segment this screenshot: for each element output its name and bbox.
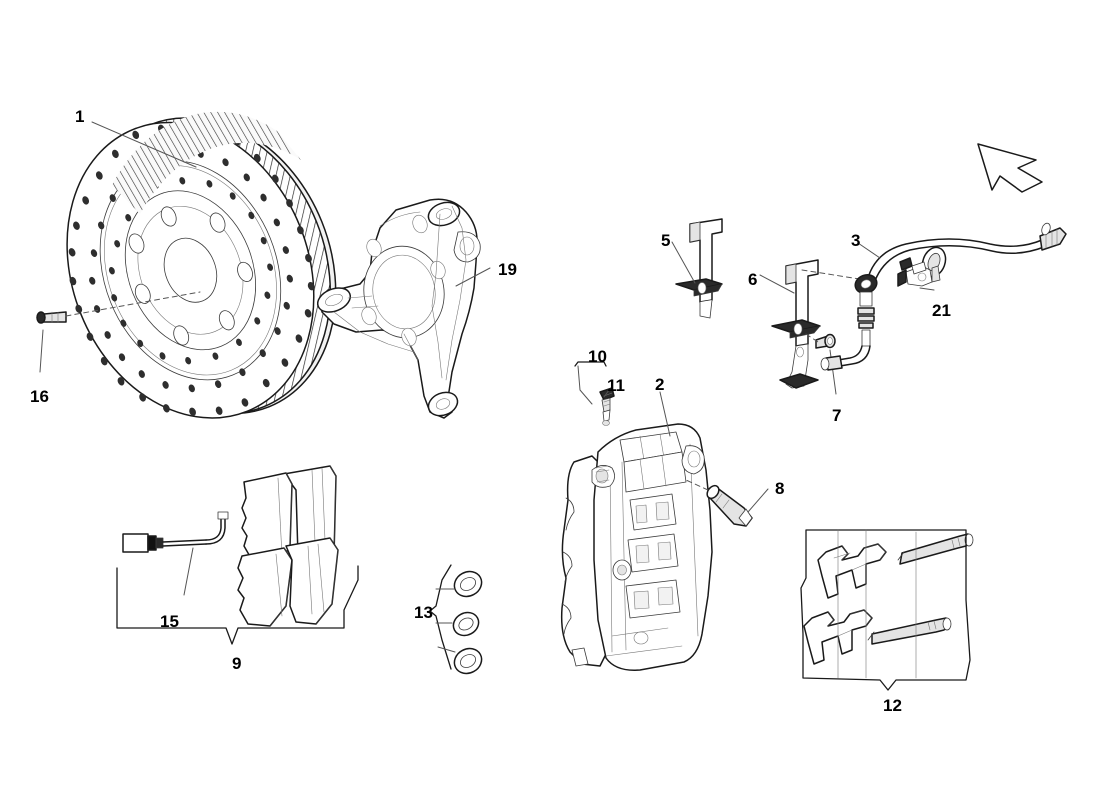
callout-19: 19 (498, 260, 517, 279)
callout-16: 16 (30, 387, 49, 406)
leader-7-dashed (805, 333, 819, 343)
leader-13-ticks (435, 588, 456, 653)
leader-16 (39, 329, 44, 373)
leader-16-dashed (65, 291, 201, 317)
bracket-bolt-part (815, 333, 836, 349)
bracket-13 (429, 564, 452, 670)
callout-8: 8 (775, 479, 785, 498)
leader-3 (857, 242, 881, 259)
callout-5: 5 (661, 231, 671, 250)
leader-21 (919, 287, 935, 291)
callout-7: 7 (832, 406, 842, 425)
leader-1 (91, 121, 197, 168)
disc-retaining-screw-part (36, 311, 67, 324)
callout-11: 11 (607, 376, 625, 395)
callout-9: 9 (232, 654, 242, 673)
bracket-9 (116, 565, 359, 645)
brake-pad-set-part (237, 465, 339, 627)
caliper-mounting-bolt-part (706, 484, 753, 527)
leader-11 (603, 389, 610, 398)
hose-bracket-lower-part (771, 259, 821, 389)
hose-bracket-upper-part (675, 218, 723, 319)
callout-2: 2 (655, 375, 665, 394)
leader-5 (671, 241, 696, 284)
brake-caliper-part (560, 423, 713, 671)
callout-21: 21 (932, 301, 951, 320)
leader-15 (183, 547, 194, 596)
bracket-12-dividers (837, 529, 917, 679)
bracket-10 (574, 361, 607, 367)
callout-1: 1 (75, 107, 85, 126)
leader-8 (747, 488, 769, 513)
callout-13: 13 (414, 603, 433, 622)
leader-8-dashed (685, 479, 709, 491)
callout-3: 3 (851, 231, 861, 250)
brake-disc-part (66, 111, 337, 419)
bracket-12 (800, 529, 971, 691)
direction-of-travel-arrow (977, 143, 1043, 193)
callout-12: 12 (883, 696, 902, 715)
brake-hose-part (820, 222, 1067, 371)
leader-6 (759, 274, 795, 294)
pad-wear-sensor-part (122, 511, 229, 553)
callout-15: 15 (160, 612, 179, 631)
leader-6-dashed (801, 269, 867, 281)
wheel-hub-carrier-part (316, 198, 481, 419)
leader-2 (659, 391, 671, 437)
leader-10 (577, 365, 593, 405)
hose-retaining-clip-part (897, 257, 941, 287)
callout-6: 6 (748, 270, 758, 289)
leader-19 (455, 267, 491, 287)
pad-retainer-kit-part (803, 533, 974, 665)
callout-10: 10 (588, 347, 607, 366)
seal-ring-set-part (452, 570, 483, 675)
